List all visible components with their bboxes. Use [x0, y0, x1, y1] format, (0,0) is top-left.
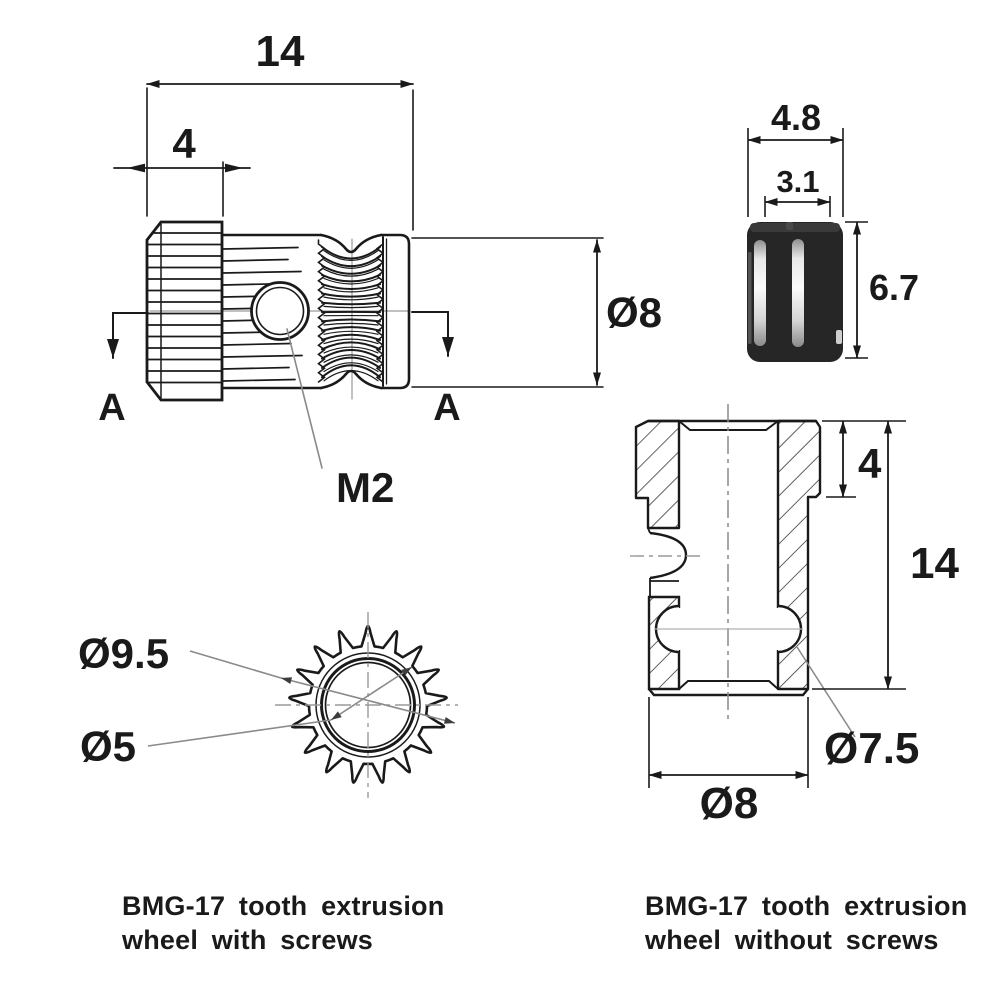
m2-leader-line	[286, 328, 323, 469]
dim-67-label: 6.7	[869, 267, 919, 308]
gear-teeth-outline	[288, 624, 448, 784]
dim-d75-label: Ø7.5	[824, 724, 919, 773]
caption-right-line2: wheel without screws	[644, 925, 939, 955]
m2-hole	[250, 281, 310, 341]
d5-leader-line	[147, 719, 332, 747]
section-arrow-left: A	[98, 312, 149, 429]
dimension-overall-length: 14	[146, 27, 414, 231]
dim-14-label: 14	[256, 27, 305, 76]
section-left-wall	[634, 419, 688, 691]
d75-leader-line	[796, 646, 856, 738]
roller-photo	[747, 222, 843, 362]
dimension-roller-slot-span: 3.1	[764, 164, 831, 217]
dimension-section-gear-width: 4	[822, 420, 906, 498]
hobbed-thread-section	[317, 239, 385, 383]
dim-d95-label: Ø9.5	[78, 630, 169, 677]
dim-d8-label: Ø8	[606, 289, 662, 336]
side-view: M2 14 4 Ø8 A A	[98, 27, 662, 511]
dim-31-label: 3.1	[776, 164, 819, 199]
d5-diameter-line	[330, 666, 413, 721]
roller-top-rim	[750, 223, 840, 232]
roller-slot-sliver	[748, 252, 752, 344]
roller-top-notch	[786, 222, 793, 230]
d95-leader-line	[189, 650, 282, 679]
captions: BMG-17 tooth extrusion wheel with screws…	[121, 891, 967, 955]
caption-right-line1: BMG-17 tooth extrusion	[645, 891, 967, 921]
dim-4-label: 4	[172, 120, 196, 167]
dimension-gear-width: 4	[113, 120, 251, 217]
roller-slot-right	[792, 239, 804, 347]
front-view: Ø9.5 Ø5	[78, 612, 458, 798]
dimension-roller-height: 6.7	[845, 221, 919, 359]
roller-edge-highlight	[836, 330, 842, 344]
dim-sec4-label: 4	[858, 440, 882, 487]
dimension-section-diameter: Ø8	[648, 697, 809, 828]
end-cap	[379, 233, 411, 390]
dim-d5-label: Ø5	[80, 723, 136, 770]
section-arrow-right: A	[411, 311, 461, 429]
knurl-lines	[147, 232, 222, 384]
caption-left-line1: BMG-17 tooth extrusion	[122, 891, 444, 921]
roller-photo-view: 4.8 3.1 6.7	[747, 97, 919, 362]
dimension-body-diameter: Ø8	[411, 237, 662, 388]
dimension-roller-outer-width: 4.8	[747, 97, 844, 217]
bore-bottom	[678, 680, 779, 690]
dimension-section-length: 14	[812, 420, 959, 690]
dim-secd8-label: Ø8	[700, 779, 759, 828]
section-view: 4 14 Ø8 Ø7.5	[630, 404, 959, 828]
dim-48-label: 4.8	[771, 97, 821, 138]
caption-left-line2: wheel with screws	[121, 925, 373, 955]
dim-sec14-label: 14	[910, 539, 959, 588]
gear-knurl-section	[145, 220, 224, 402]
roller-slot-left	[754, 240, 766, 346]
m2-label: M2	[336, 464, 394, 511]
section-a-left-label: A	[98, 387, 125, 429]
section-a-right-label: A	[433, 387, 460, 429]
